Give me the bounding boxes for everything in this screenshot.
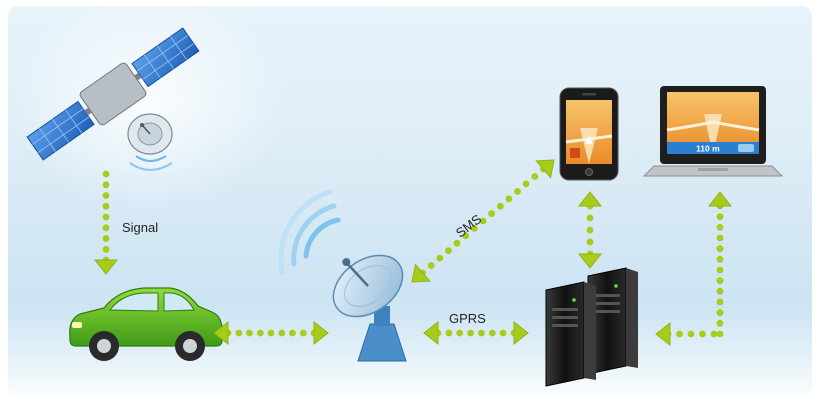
antenna-phone-arrow-dot bbox=[453, 239, 461, 247]
car-antenna-arrow-dot bbox=[267, 329, 275, 337]
laptop-server-arrow-dot bbox=[716, 234, 724, 242]
antenna-phone-arrow-dot bbox=[479, 217, 487, 225]
satellite-car-arrow-dot bbox=[102, 245, 110, 253]
laptop-server-arrow-dot bbox=[716, 330, 724, 338]
laptop-server-arrow-dot bbox=[716, 298, 724, 306]
satellite-car-arrow-dot bbox=[102, 213, 110, 221]
car-antenna-arrow-dot bbox=[278, 329, 286, 337]
antenna-phone-arrow-dot bbox=[427, 262, 435, 269]
antenna-phone-arrow-dot bbox=[496, 202, 504, 210]
antenna-phone-arrow-dot bbox=[471, 225, 478, 232]
phone-server-arrow-head-start bbox=[577, 191, 603, 207]
dish-antenna-icon bbox=[278, 189, 407, 362]
antenna-server-arrow-dot bbox=[467, 329, 474, 337]
phone-server-arrow-dot bbox=[586, 226, 594, 234]
antenna-phone-arrow-dot bbox=[531, 173, 539, 180]
antenna-phone-arrow-dot bbox=[514, 188, 521, 195]
car-icon bbox=[69, 287, 223, 361]
laptop-server-arrow-dot bbox=[716, 277, 724, 285]
phone-server-arrow-dot bbox=[586, 238, 594, 246]
car-antenna-arrow-dot bbox=[256, 329, 264, 337]
car-antenna-arrow-head-start bbox=[213, 320, 229, 346]
car-antenna-arrow-dot bbox=[299, 329, 307, 337]
laptop-server-arrow-head-end bbox=[655, 321, 671, 347]
laptop-server-arrow-dot bbox=[716, 245, 724, 253]
antenna-phone-arrow-dot bbox=[462, 232, 470, 240]
antenna-phone-arrow-dot bbox=[436, 254, 444, 262]
satellite-car-arrow-dot bbox=[102, 224, 110, 232]
satellite-car-arrow-dot bbox=[102, 235, 110, 242]
laptop-distance-label: 110 m bbox=[696, 144, 720, 154]
car-antenna-arrow-dot bbox=[235, 329, 243, 337]
antenna-phone-arrow-head-start bbox=[411, 263, 431, 283]
laptop-server-arrow-head-start bbox=[707, 191, 733, 207]
phone-server-arrow-head-end bbox=[577, 253, 603, 269]
server-icon bbox=[545, 267, 638, 387]
laptop-server-arrow-leg-dot bbox=[687, 330, 695, 338]
antenna-phone-arrow-dot bbox=[488, 210, 495, 218]
satellite-car-arrow-dot bbox=[102, 170, 110, 178]
gprs-label: GPRS bbox=[449, 311, 486, 326]
laptop-server-arrow-dot bbox=[716, 223, 724, 231]
antenna-phone-arrow-head-end bbox=[535, 159, 555, 179]
car-antenna-arrow-head-end bbox=[313, 320, 329, 346]
laptop-server-arrow-dot bbox=[716, 255, 724, 263]
diagram-frame: 110 m bbox=[8, 6, 812, 395]
diagram-canvas: 110 m bbox=[8, 6, 812, 395]
antenna-server-arrow-dot bbox=[445, 329, 453, 337]
laptop-server-arrow-leg-dot bbox=[699, 330, 706, 338]
antenna-server-arrow-head-start bbox=[423, 320, 439, 346]
antenna-phone-arrow-dot bbox=[445, 247, 452, 255]
antenna-server-arrow-dot bbox=[488, 329, 496, 337]
antenna-server-arrow-dot bbox=[456, 329, 464, 337]
laptop-server-arrow-dot bbox=[716, 287, 724, 295]
satellite-icon bbox=[26, 27, 200, 171]
satellite-car-arrow-head-end bbox=[93, 259, 119, 275]
car-antenna-arrow-dot bbox=[289, 329, 296, 337]
satellite-car-arrow-dot bbox=[102, 181, 110, 189]
laptop-server-arrow-dot bbox=[716, 309, 724, 317]
laptop-icon: 110 m bbox=[642, 86, 784, 177]
satellite-car-arrow-dot bbox=[102, 192, 110, 199]
laptop-server-arrow-leg-dot bbox=[710, 330, 718, 338]
antenna-phone-arrow-dot bbox=[522, 180, 530, 188]
signal-label: Signal bbox=[122, 220, 158, 235]
car-antenna-arrow-dot bbox=[246, 329, 253, 337]
antenna-phone-arrow-dot bbox=[505, 195, 513, 203]
laptop-server-arrow-dot bbox=[716, 319, 724, 327]
satellite-car-arrow-dot bbox=[102, 202, 110, 210]
antenna-server-arrow-head-end bbox=[513, 320, 529, 346]
antenna-server-arrow-dot bbox=[499, 329, 507, 337]
laptop-server-arrow-dot bbox=[716, 213, 724, 221]
satellite-glow bbox=[8, 6, 288, 211]
antenna-server-arrow-dot bbox=[478, 329, 485, 337]
phone-server-arrow-dot bbox=[586, 214, 594, 222]
laptop-server-arrow-leg-dot bbox=[676, 330, 683, 338]
laptop-server-arrow-dot bbox=[716, 266, 724, 274]
smartphone-icon bbox=[559, 87, 619, 181]
connection-arrows bbox=[93, 159, 733, 347]
